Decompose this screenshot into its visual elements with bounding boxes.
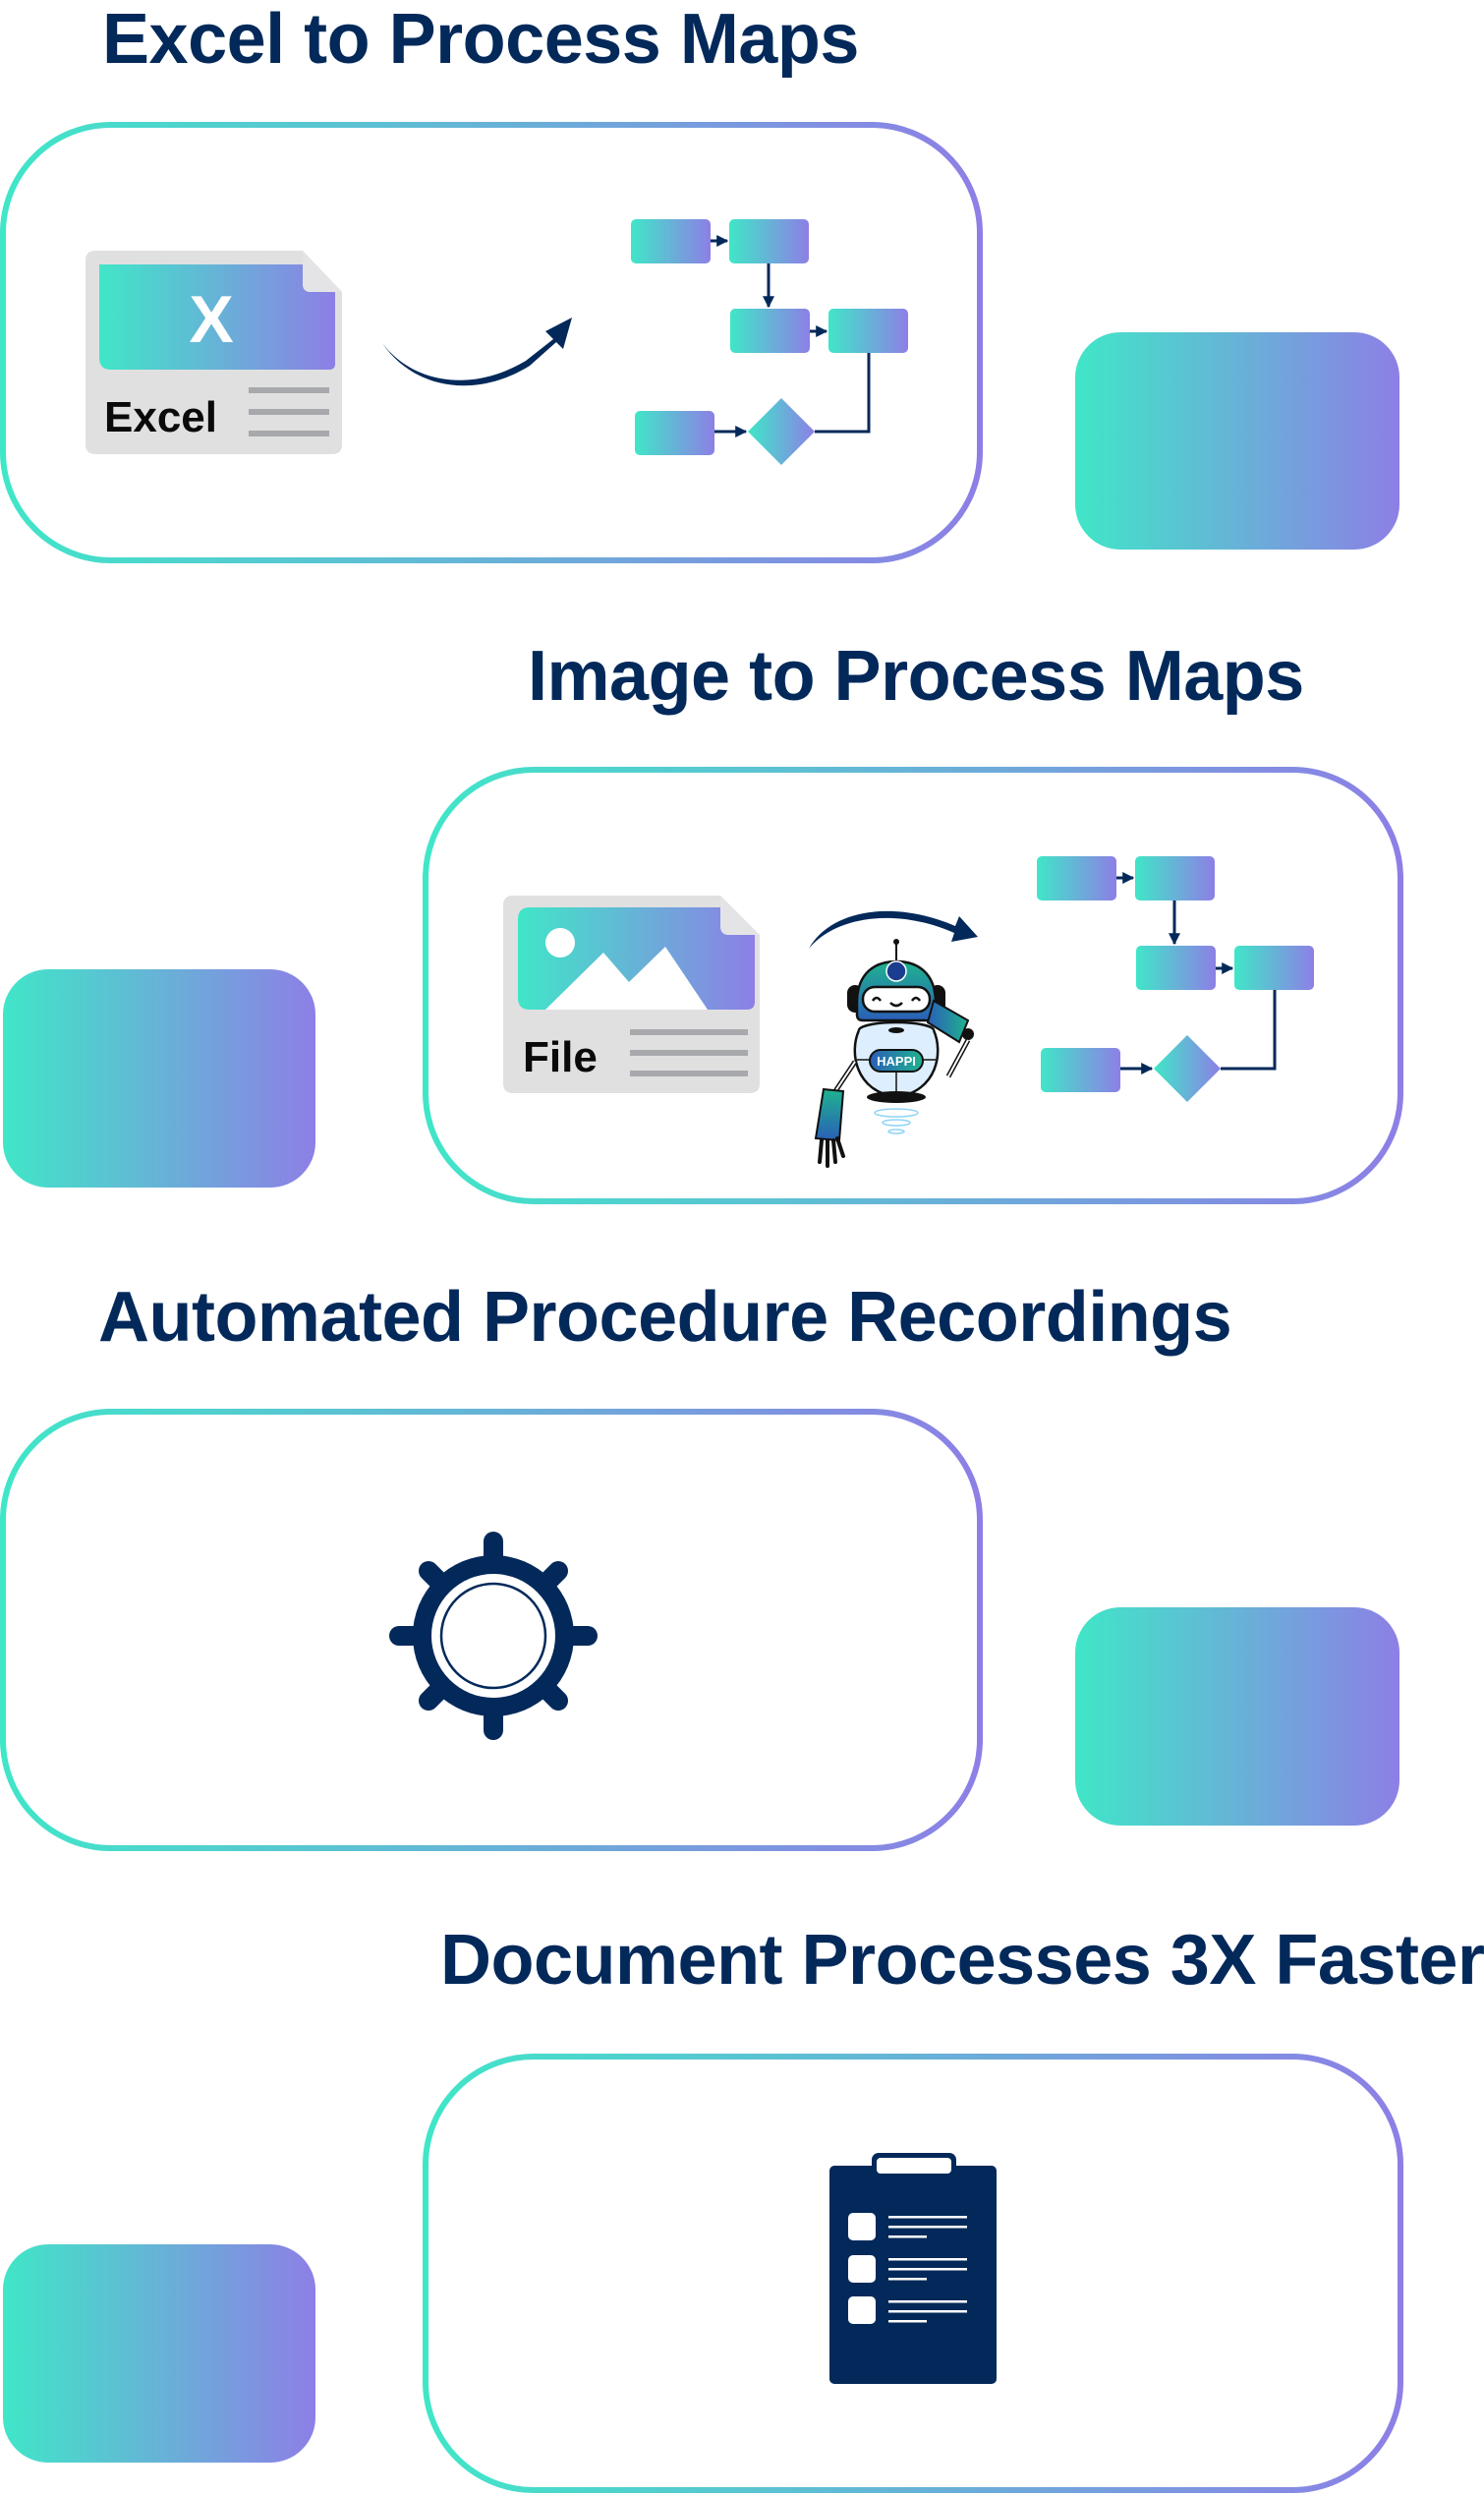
flow-step bbox=[631, 219, 711, 263]
flow-step bbox=[1234, 946, 1314, 990]
doc-line bbox=[630, 1029, 748, 1035]
flow-decision bbox=[748, 398, 815, 465]
flowchart-shapes bbox=[1037, 856, 1314, 1102]
gear-icon bbox=[389, 1532, 598, 1740]
checkbox-icon bbox=[848, 2255, 876, 2283]
section-title-image: Image to Process Maps bbox=[528, 637, 1304, 716]
doc-line bbox=[249, 409, 329, 415]
gradient-block bbox=[3, 2244, 315, 2463]
flowchart-shapes bbox=[631, 219, 908, 465]
flowchart-connectors bbox=[711, 235, 871, 437]
flow-step bbox=[729, 219, 809, 263]
doc-line bbox=[630, 1071, 748, 1076]
doc-line bbox=[630, 1050, 748, 1056]
checkbox-icon bbox=[848, 2213, 876, 2240]
gradient-block bbox=[1075, 332, 1399, 550]
excel-label: Excel bbox=[104, 393, 217, 441]
sun-glyph bbox=[545, 928, 575, 958]
flow-step bbox=[1135, 856, 1215, 900]
file-label: File bbox=[523, 1033, 598, 1081]
doc-line bbox=[249, 431, 329, 436]
flow-step bbox=[828, 309, 908, 353]
flow-decision bbox=[1154, 1035, 1221, 1102]
flow-step bbox=[1041, 1048, 1120, 1092]
section-title-document: Document Processes 3X Faster bbox=[440, 1921, 1484, 2000]
flow-step bbox=[1037, 856, 1116, 900]
robot-mascot-icon: HAPPI bbox=[809, 910, 978, 1168]
flowchart-connectors bbox=[1116, 872, 1277, 1074]
arc-arrow-icon bbox=[809, 910, 978, 949]
checkbox-icon bbox=[848, 2296, 876, 2324]
section-title-excel: Excel to Process Maps bbox=[102, 0, 859, 79]
curved-arrow-icon bbox=[382, 318, 572, 386]
robot-badge-text: HAPPI bbox=[877, 1054, 916, 1069]
gradient-block bbox=[1075, 1607, 1399, 1826]
section-title-recordings: Automated Procedure Recordings bbox=[98, 1278, 1232, 1357]
mountain-glyph bbox=[545, 947, 708, 1010]
flow-step bbox=[730, 309, 810, 353]
focus-brackets bbox=[304, 1474, 685, 1796]
gradient-block bbox=[3, 969, 315, 1188]
focus-brackets bbox=[724, 2110, 1106, 2432]
flow-step bbox=[1136, 946, 1216, 990]
doc-line bbox=[249, 387, 329, 393]
flowchart-icon bbox=[631, 219, 908, 465]
flow-step bbox=[635, 411, 714, 455]
excel-file-icon: X Excel bbox=[86, 251, 342, 454]
excel-x-glyph: X bbox=[189, 282, 233, 357]
flowchart-icon bbox=[1037, 856, 1314, 1102]
clipboard-checklist-icon bbox=[829, 2153, 997, 2384]
image-file-icon: File bbox=[503, 896, 760, 1093]
